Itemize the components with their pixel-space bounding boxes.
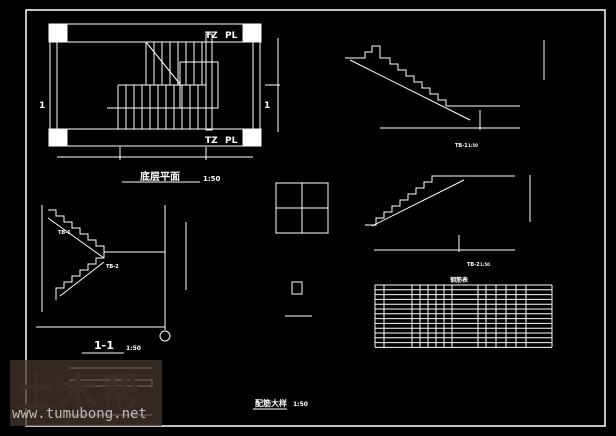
tz-label-top: TZ [205, 31, 218, 41]
tb1-scale: 1:50 [468, 143, 478, 148]
plan-title: 底层平面 [140, 170, 180, 183]
tb1-detail [345, 40, 545, 130]
floor-plan [48, 23, 280, 183]
tb1-label: TB-1 [58, 230, 71, 236]
tz-label-bottom: TZ [205, 136, 218, 146]
detail-scale: 1:50 [293, 401, 308, 408]
detail-title: 配筋大样 [255, 398, 287, 408]
drawing-frame [25, 9, 606, 427]
plan-scale: 1:50 [203, 175, 221, 183]
table-title: 钢筋表 [450, 276, 469, 284]
tb1-title: TB-1 [455, 143, 468, 149]
section-title: 1-1 [94, 339, 114, 352]
tb2-scale: 1:50 [480, 262, 490, 267]
pl-label-bottom: PL [225, 136, 238, 146]
pl-label-top: PL [225, 31, 238, 41]
section-scale: 1:50 [126, 345, 141, 352]
axis-label-left: 1 [39, 101, 45, 111]
watermark: 土木帮 www.tumubong.net [10, 360, 162, 426]
watermark-url: www.tumubong.net [12, 406, 147, 422]
tb2-title: TB-2 [467, 262, 480, 268]
watermark-logo: 土木帮 [16, 370, 142, 416]
section-1-1 [36, 205, 187, 354]
tb2-label: TB-2 [106, 264, 119, 270]
tb2-detail [365, 175, 531, 252]
beam-detail [275, 182, 329, 317]
axis-label-right: 1 [264, 101, 270, 111]
rebar-table [374, 284, 553, 348]
